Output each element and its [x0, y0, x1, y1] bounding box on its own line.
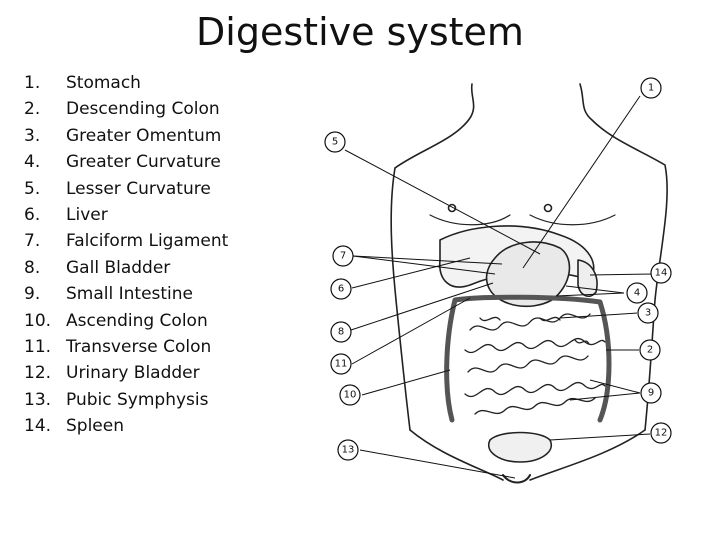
leader-6 — [351, 257, 471, 289]
callout-circle-2 — [639, 339, 661, 361]
legend-label: Descending Colon — [66, 99, 220, 120]
legend-number: 9. — [24, 284, 41, 305]
legend-number: 5. — [24, 178, 41, 199]
legend-label: Stomach — [66, 73, 141, 93]
leader-8 — [350, 282, 494, 331]
legend-label: Falciform Ligament — [66, 231, 229, 252]
legend-label: Lesser Curvature — [66, 178, 211, 199]
legend-item: 6. Liver — [24, 202, 324, 228]
callout-label-10: 10 — [344, 390, 357, 401]
callout-circle-9 — [640, 382, 662, 404]
leader-4a — [565, 285, 625, 294]
callout-label-4: 4 — [634, 288, 640, 299]
callout-label-3: 3 — [645, 308, 651, 319]
legend-label: Urinary Bladder — [66, 363, 200, 384]
legend-item: 13. Pubic Symphysis — [24, 387, 324, 413]
callout-circle-14 — [650, 262, 672, 284]
right-nipple — [543, 203, 553, 213]
callout-label-9: 9 — [648, 388, 654, 399]
legend-item: 8. Gall Bladder — [24, 255, 324, 281]
callout-label-12: 12 — [655, 428, 668, 439]
leader-1 — [522, 95, 641, 269]
leader-9b — [569, 392, 641, 401]
legend-number: 2. — [24, 99, 41, 120]
leader-11 — [351, 297, 471, 365]
callout-circle-4 — [626, 282, 648, 304]
legend-label: Spleen — [66, 416, 124, 437]
callout-circle-13 — [337, 439, 359, 461]
left-nipple — [447, 203, 457, 213]
legend-item: 5. Lesser Curvature — [24, 176, 324, 202]
legend-number: 14. — [24, 416, 52, 437]
legend-item: 9. Small Intestine — [24, 281, 324, 307]
bladder-shape — [487, 431, 553, 463]
legend-number: 6. — [24, 204, 41, 225]
callout-label-5: 5 — [332, 137, 338, 148]
callout-circle-3 — [637, 302, 659, 324]
leader-4b — [555, 292, 625, 297]
legend-item: 10. Ascending Colon — [24, 308, 324, 334]
legend-item: 7. Falciform Ligament — [24, 228, 324, 254]
callout-label-7: 7 — [340, 251, 346, 262]
legend-number: 1. — [24, 73, 41, 93]
callout-label-1: 1 — [648, 83, 654, 94]
leader-7b — [352, 255, 496, 275]
legend-number: 3. — [24, 125, 41, 146]
leader-12 — [549, 433, 651, 441]
leader-14 — [589, 273, 656, 276]
legend-number: 13. — [24, 389, 52, 410]
callout-label-11: 11 — [335, 359, 348, 370]
leader-13 — [359, 449, 516, 479]
callout-circle-12 — [650, 422, 672, 444]
callout-circle-7 — [332, 245, 354, 267]
leader-5 — [344, 149, 541, 255]
callout-label-13: 13 — [342, 445, 355, 456]
legend-number: 7. — [24, 231, 41, 252]
legend-label: Gall Bladder — [66, 257, 171, 278]
legend-label: Small Intestine — [66, 284, 194, 305]
legend-number: 11. — [24, 336, 52, 357]
leader-3 — [559, 312, 638, 319]
small-intestine-loops — [464, 313, 606, 415]
legend-number: 8. — [24, 257, 41, 278]
callout-circle-10 — [339, 384, 361, 406]
legend-number: 12. — [24, 363, 52, 384]
legend-list: 1. Stomach 2. Descending Colon 3. Greater O… — [24, 70, 324, 439]
legend-label: Greater Omentum — [66, 125, 222, 146]
legend-label: Transverse Colon — [66, 336, 212, 357]
legend-label: Liver — [66, 204, 108, 225]
callout-circle-8 — [330, 321, 352, 343]
callout-label-2: 2 — [647, 345, 653, 356]
callout-label-14: 14 — [655, 268, 668, 279]
legend-label: Pubic Symphysis — [66, 389, 209, 410]
legend-item: 14. Spleen — [24, 413, 324, 439]
digestive-system-diagram: 1 5 7 6 14 4 3 8 2 11 10 9 12 13 — [324, 77, 672, 484]
callout-label-8: 8 — [338, 327, 344, 338]
legend-item: 11. Transverse Colon — [24, 334, 324, 360]
colon-frame — [444, 294, 612, 423]
callout-circle-6 — [330, 278, 352, 300]
pubic-symphysis — [502, 474, 531, 484]
leader-9a — [589, 379, 641, 394]
callout-label-6: 6 — [338, 284, 344, 295]
callout-circle-11 — [330, 353, 352, 375]
groin-lines — [409, 429, 646, 481]
spleen-shape — [577, 259, 598, 297]
leader-10 — [361, 369, 451, 396]
callout-circle-1 — [640, 77, 662, 99]
callout-circle-5 — [324, 131, 346, 153]
chest-contour — [429, 214, 616, 226]
page-title: Digestive system — [196, 10, 524, 54]
legend-label: Greater Curvature — [66, 152, 221, 173]
legend-item: 12. Urinary Bladder — [24, 360, 324, 386]
legend-item: 1. Stomach — [24, 70, 324, 96]
legend-label: Ascending Colon — [66, 310, 208, 331]
legend-item: 3. Greater Omentum — [24, 123, 324, 149]
legend-number: 4. — [24, 152, 41, 173]
torso-left-side — [390, 167, 411, 431]
legend-item: 4. Greater Curvature — [24, 149, 324, 175]
legend-item: 2. Descending Colon — [24, 96, 324, 122]
leader-7 — [352, 255, 503, 265]
legend-number: 10. — [24, 310, 52, 331]
